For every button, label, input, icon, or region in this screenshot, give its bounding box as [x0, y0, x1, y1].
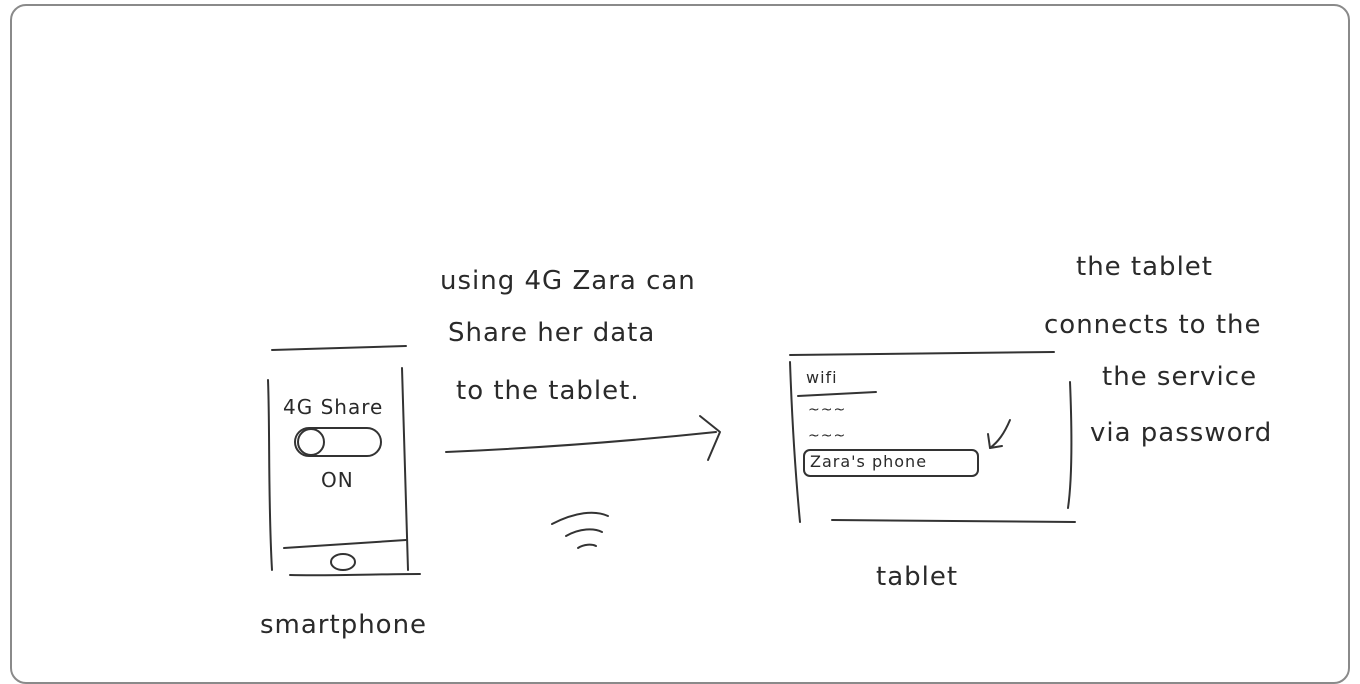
tablet-caption: tablet — [876, 562, 958, 592]
tablet-network-placeholder-1: ~~~ — [808, 402, 846, 418]
arrow-note-line2: Share her data — [448, 318, 655, 348]
tablet-note-line4: via password — [1090, 418, 1272, 448]
tablet-note-line1: the tablet — [1076, 252, 1213, 282]
tablet-wifi-label: wifi — [806, 368, 838, 387]
arrow-note-line1: using 4G Zara can — [440, 266, 696, 296]
tablet-network-selected: Zara's phone — [810, 452, 927, 471]
phone-toggle-state: ON — [321, 468, 354, 492]
tablet-network-placeholder-2: ~~~ — [808, 428, 846, 444]
phone-caption: smartphone — [260, 610, 427, 640]
sketch-panel — [10, 4, 1350, 684]
tablet-note-line3: the service — [1102, 362, 1257, 392]
arrow-note-line3: to the tablet. — [456, 376, 640, 406]
tablet-note-line2: connects to the — [1044, 310, 1262, 340]
phone-screen-label: 4G Share — [283, 395, 383, 419]
sketch-frame: 4G Share ON smartphone using 4G Zara can… — [0, 0, 1360, 653]
